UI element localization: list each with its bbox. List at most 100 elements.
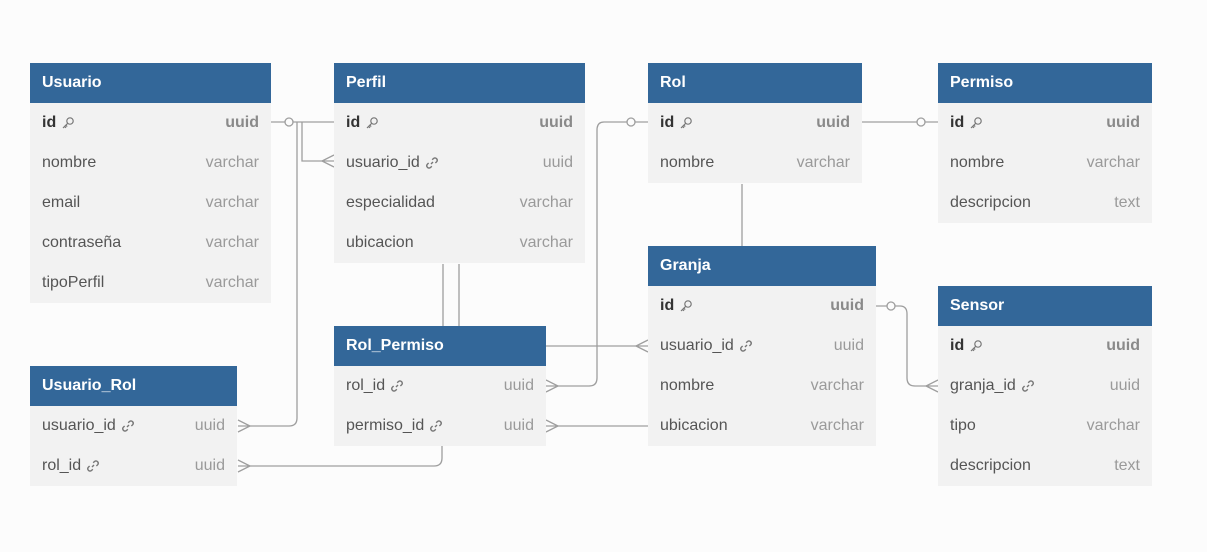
field-row: usuario_id uuid: [334, 143, 585, 183]
entity-usuario-rol[interactable]: Usuario_Rol usuario_id uuid rol_id uuid: [30, 366, 237, 486]
field-type: uuid: [1109, 377, 1140, 394]
field-name: permiso_id: [346, 417, 425, 434]
field-name: id: [660, 297, 675, 314]
field-type: varchar: [205, 194, 259, 211]
field-row: nombre varchar: [648, 143, 862, 183]
key-icon: [679, 116, 693, 130]
connector-perfil-rolpermiso: [442, 264, 460, 326]
field-type: varchar: [1086, 154, 1140, 171]
one-marker: [626, 117, 636, 127]
field-name: nombre: [660, 377, 715, 394]
field-row: tipo varchar: [938, 406, 1152, 446]
entity-granja[interactable]: Granja id uuid usuario_id uuid nombre va…: [648, 246, 876, 446]
crowfoot-marker: [924, 379, 939, 393]
link-icon: [429, 419, 443, 433]
field-row: rol_id uuid: [30, 446, 237, 486]
field-row: descripcion text: [938, 446, 1152, 486]
entity-title: Granja: [648, 246, 876, 286]
field-row: tipoPerfil varchar: [30, 263, 271, 303]
field-name: contraseña: [42, 234, 122, 251]
crowfoot-marker: [634, 339, 649, 353]
field-type: uuid: [225, 114, 259, 131]
field-name: rol_id: [42, 457, 82, 474]
field-row: permiso_id uuid: [334, 406, 546, 446]
field-row: id uuid: [648, 286, 876, 326]
field-row: email varchar: [30, 183, 271, 223]
field-row: granja_id uuid: [938, 366, 1152, 406]
field-name: id: [42, 114, 57, 131]
link-icon: [86, 459, 100, 473]
field-row: ubicacion varchar: [334, 223, 585, 263]
field-type: varchar: [1086, 417, 1140, 434]
entity-title: Usuario: [30, 63, 271, 103]
field-name: descripcion: [950, 457, 1031, 474]
field-name: descripcion: [950, 194, 1031, 211]
field-type: varchar: [205, 234, 259, 251]
link-icon: [121, 419, 135, 433]
field-type: text: [1114, 457, 1140, 474]
entity-title: Usuario_Rol: [30, 366, 237, 406]
field-row: usuario_id uuid: [30, 406, 237, 446]
connector-granja-sensor: [876, 305, 938, 387]
field-name: ubicacion: [660, 417, 728, 434]
one-marker: [916, 117, 926, 127]
entity-sensor[interactable]: Sensor id uuid granja_id uuid tipo varch…: [938, 286, 1152, 486]
field-name: granja_id: [950, 377, 1016, 394]
field-type: uuid: [1106, 114, 1140, 131]
field-type: varchar: [810, 377, 864, 394]
key-icon: [969, 339, 983, 353]
crowfoot-marker: [320, 154, 335, 168]
field-type: varchar: [810, 417, 864, 434]
link-icon: [739, 339, 753, 353]
entity-title: Rol_Permiso: [334, 326, 546, 366]
field-name: email: [42, 194, 81, 211]
entity-permiso[interactable]: Permiso id uuid nombre varchar descripci…: [938, 63, 1152, 223]
one-marker: [284, 117, 294, 127]
field-name: id: [950, 114, 965, 131]
connector-usuariorol-rol: [238, 446, 443, 467]
entity-rol-permiso[interactable]: Rol_Permiso rol_id uuid permiso_id uuid: [334, 326, 546, 446]
connector-usuario-perfil-fk: [301, 122, 334, 162]
entity-title: Permiso: [938, 63, 1152, 103]
field-row: id uuid: [648, 103, 862, 143]
field-type: uuid: [1106, 337, 1140, 354]
field-type: varchar: [796, 154, 850, 171]
field-type: uuid: [503, 377, 534, 394]
field-row: especialidad varchar: [334, 183, 585, 223]
field-type: uuid: [539, 114, 573, 131]
field-name: usuario_id: [346, 154, 420, 171]
field-name: usuario_id: [660, 337, 734, 354]
field-name: tipoPerfil: [42, 274, 105, 291]
field-row: usuario_id uuid: [648, 326, 876, 366]
entity-usuario[interactable]: Usuario id uuid nombre varchar email var…: [30, 63, 271, 303]
key-icon: [365, 116, 379, 130]
entity-rol[interactable]: Rol id uuid nombre varchar: [648, 63, 862, 183]
entity-title: Rol: [648, 63, 862, 103]
field-row: id uuid: [30, 103, 271, 143]
field-type: uuid: [194, 417, 225, 434]
crowfoot-marker: [545, 379, 560, 393]
field-row: id uuid: [938, 103, 1152, 143]
field-type: uuid: [830, 297, 864, 314]
field-row: contraseña varchar: [30, 223, 271, 263]
field-name: usuario_id: [42, 417, 116, 434]
field-type: varchar: [519, 194, 573, 211]
field-name: ubicacion: [346, 234, 414, 251]
field-name: id: [660, 114, 675, 131]
field-row: nombre varchar: [648, 366, 876, 406]
field-type: varchar: [205, 274, 259, 291]
field-type: uuid: [816, 114, 850, 131]
crowfoot-marker: [237, 459, 252, 473]
link-icon: [1021, 379, 1035, 393]
connector-usuario-usuariorol: [238, 122, 298, 427]
field-name: nombre: [42, 154, 97, 171]
crowfoot-marker: [237, 419, 252, 433]
field-name: especialidad: [346, 194, 435, 211]
field-type: varchar: [519, 234, 573, 251]
entity-perfil[interactable]: Perfil id uuid usuario_id uuid especiali…: [334, 63, 585, 263]
field-type: uuid: [194, 457, 225, 474]
field-row: id uuid: [334, 103, 585, 143]
field-name: nombre: [660, 154, 715, 171]
field-row: descripcion text: [938, 183, 1152, 223]
entity-title: Sensor: [938, 286, 1152, 326]
